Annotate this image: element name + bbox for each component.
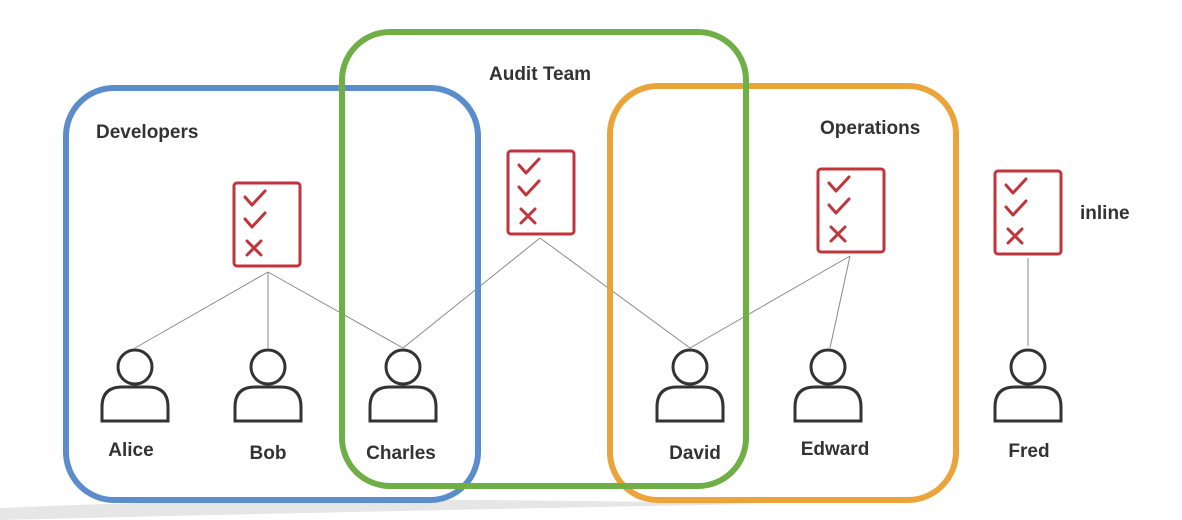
developers-group-box	[63, 85, 481, 503]
connector-developers-alice	[134, 271, 269, 349]
operations-group-box	[607, 83, 959, 503]
user-label-david: David	[669, 443, 721, 464]
connector-audit-charles	[402, 237, 541, 349]
user-icon	[655, 348, 725, 423]
policy-document-icon	[232, 181, 302, 268]
connector-operations-david	[689, 255, 851, 349]
user-label-bob: Bob	[250, 443, 287, 464]
user-icon	[100, 348, 170, 423]
user-icon	[233, 348, 303, 423]
user-label-edward: Edward	[801, 439, 870, 460]
connector-audit-david	[539, 237, 691, 349]
developers-label: Developers	[96, 122, 198, 143]
operations-label: Operations	[820, 118, 920, 139]
user-icon	[793, 348, 863, 423]
connectors	[134, 237, 1029, 349]
policy-document-icon	[506, 149, 576, 236]
policy-document-icon	[816, 167, 886, 254]
connector-developers-charles	[267, 271, 404, 349]
audit-team-label: Audit Team	[489, 64, 591, 85]
user-label-alice: Alice	[108, 440, 153, 461]
inline-label: inline	[1080, 203, 1130, 224]
connector-operations-edward	[829, 255, 851, 349]
user-icon	[993, 348, 1063, 423]
user-label-charles: Charles	[366, 443, 436, 464]
user-label-fred: Fred	[1008, 441, 1049, 462]
decorative-shadow	[0, 499, 760, 520]
audit-team-group-box	[339, 29, 749, 489]
user-icon	[368, 348, 438, 423]
policy-document-icon	[993, 169, 1063, 256]
